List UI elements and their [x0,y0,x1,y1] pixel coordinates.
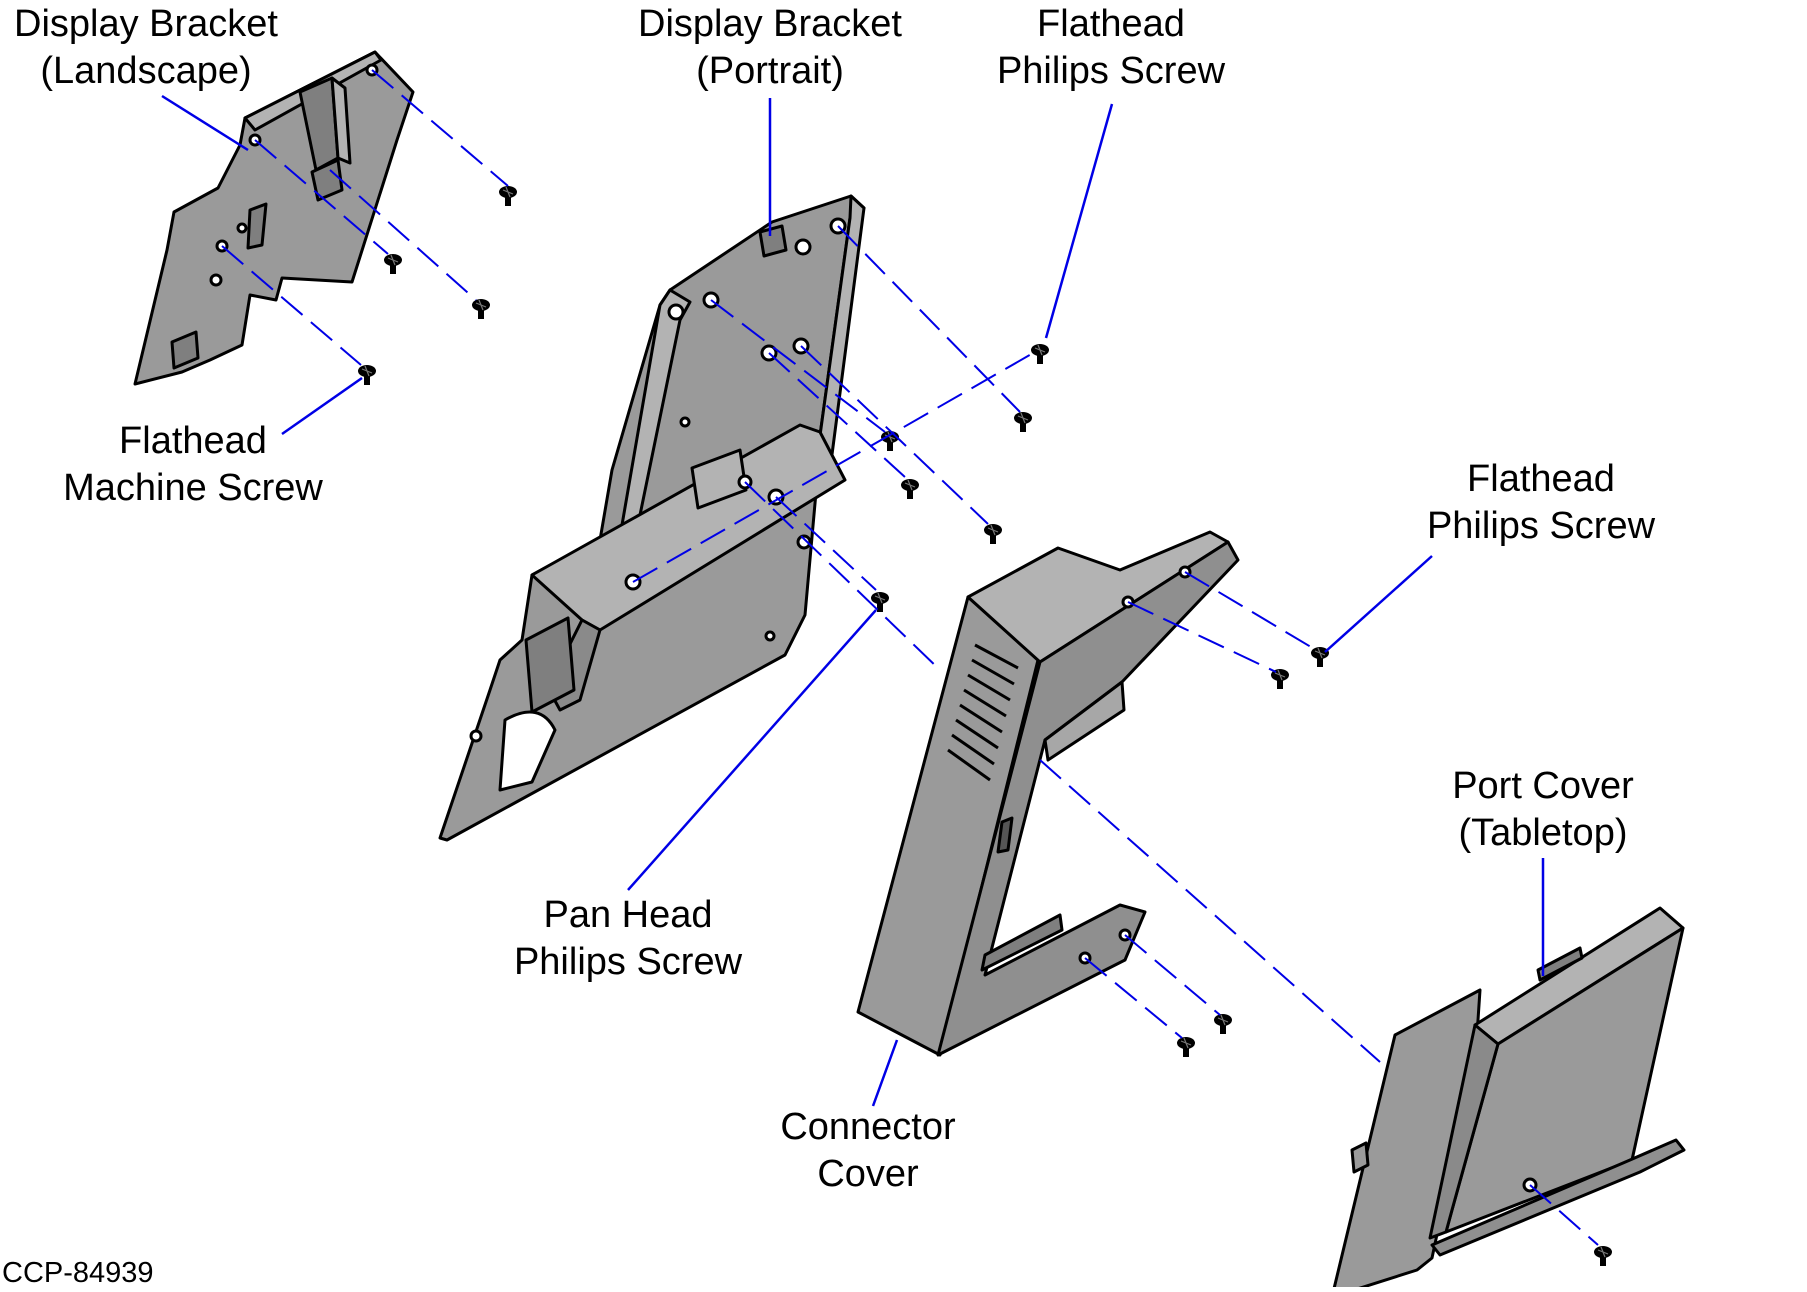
screw-icon [498,185,518,207]
screw-icon [1213,1013,1233,1035]
label-flathead-philips-screw-right: Flathead Philips Screw [1426,458,1656,547]
leader-landscape-bracket [161,94,249,152]
port-cover-flap [1331,988,1482,1292]
screw-icon [1176,1036,1196,1058]
leader-lines [161,94,1545,1107]
leader-flathead-philips-right [1324,555,1433,653]
leader-flathead-machine [281,376,363,436]
screw-icon [471,298,491,320]
connector-cover-part [856,530,1240,1057]
port-cover-tabletop-part [1331,906,1686,1292]
display-bracket-landscape-part [133,50,415,386]
screw-icon [870,591,890,613]
display-bracket-portrait-part [438,194,866,842]
label-port-cover-tabletop: Port Cover (Tabletop) [1452,765,1634,854]
connector-cover-vent [947,643,1019,782]
screw-icon [900,478,920,500]
label-flathead-philips-screw-top: Flathead Philips Screw [996,3,1226,92]
label-flathead-machine-screw: Flathead Machine Screw [63,420,323,509]
leader-flathead-philips-top [1044,103,1114,339]
label-display-bracket-landscape: Display Bracket (Landscape) [14,3,278,92]
alignment-lines [221,69,1599,1246]
figure-id: CCP-84939 [2,1257,154,1289]
leader-pan-head [627,609,877,891]
screw-icon [1593,1245,1613,1267]
leader-connector-cover [871,1039,899,1107]
screw-icon [383,253,403,275]
screw-icon [1030,343,1050,365]
label-pan-head-philips-screw: Pan Head Philips Screw [513,894,743,983]
label-connector-cover: Connector Cover [780,1106,956,1195]
screw-icon [1013,411,1033,433]
label-display-bracket-portrait: Display Bracket (Portrait) [638,3,902,92]
screw-icon [357,364,377,386]
screw-icon [983,523,1003,545]
